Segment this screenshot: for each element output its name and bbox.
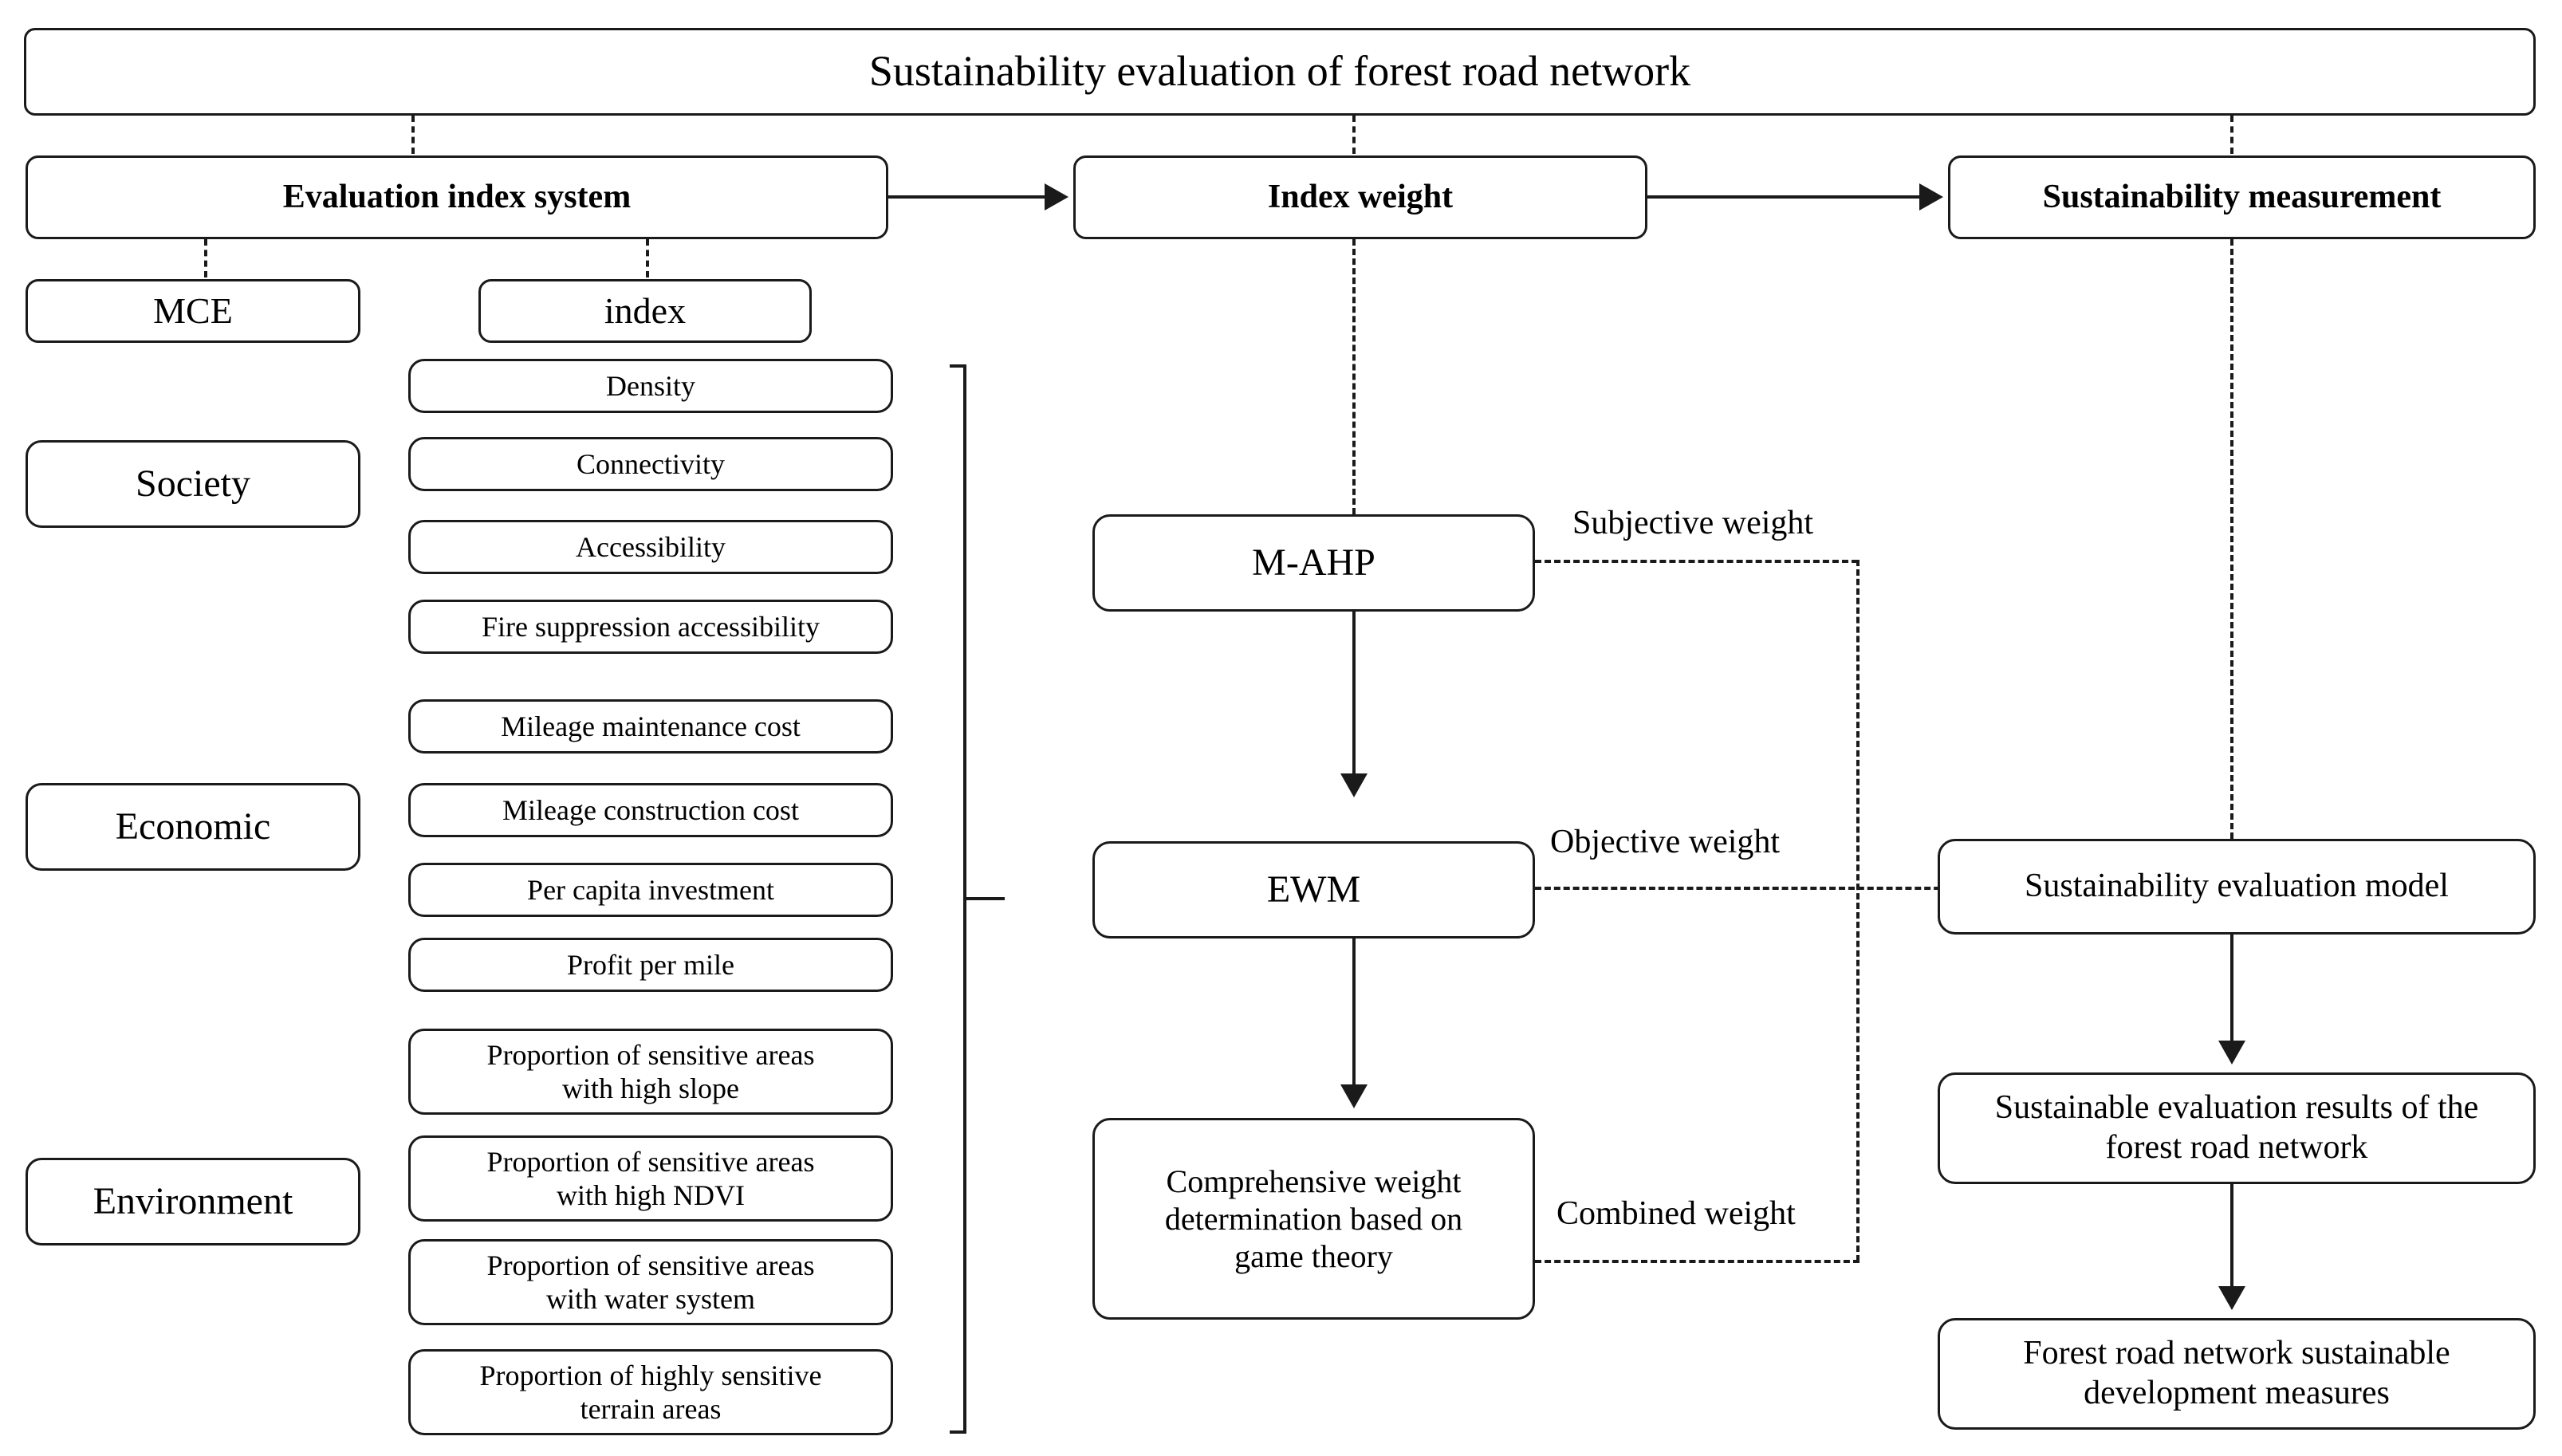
index-head-box: index — [478, 279, 812, 343]
arrow-line-m-ahp-to-ewm — [1352, 612, 1356, 779]
edge-label-combined-weight: Combined weight — [1553, 1194, 1799, 1233]
index-item-sensitive-water-system-line2: with water system — [546, 1283, 755, 1315]
arrow-line-model-to-results — [2230, 935, 2233, 1046]
dash-subjective-weight-horizontal — [1535, 560, 1858, 563]
index-item-sensitive-high-slope: Proportion of sensitive areas with high … — [408, 1029, 893, 1115]
connector-eis-to-mce — [204, 239, 207, 277]
connector-title-to-evaluation-index-system — [411, 116, 415, 154]
index-item-sensitive-high-ndvi-line1: Proportion of sensitive areas — [486, 1145, 815, 1178]
dash-subjective-weight-vertical — [1856, 560, 1860, 1261]
header-index-weight-label: Index weight — [1267, 178, 1454, 215]
arrow-head-ewm-to-comprehensive-weight — [1340, 1084, 1368, 1108]
index-item-highly-sensitive-terrain-line1: Proportion of highly sensitive — [479, 1359, 822, 1391]
middle-box-m-ahp: M-AHP — [1092, 514, 1535, 612]
right-box-development-measures-line2: development measures — [2084, 1375, 2390, 1411]
middle-box-m-ahp-label: M-AHP — [1252, 541, 1375, 584]
edge-label-subjective-weight: Subjective weight — [1569, 504, 1817, 542]
index-item-highly-sensitive-terrain: Proportion of highly sensitive terrain a… — [408, 1349, 893, 1435]
connector-title-to-index-weight — [1352, 116, 1356, 154]
edge-label-objective-weight: Objective weight — [1547, 823, 1784, 861]
index-item-density: Density — [408, 359, 893, 413]
left-box-environment: Environment — [26, 1158, 360, 1245]
middle-box-ewm: EWM — [1092, 841, 1535, 939]
arrow-line-eis-to-iw — [888, 195, 1048, 199]
arrow-head-m-ahp-to-ewm — [1340, 773, 1368, 797]
right-box-evaluation-results: Sustainable evaluation results of the fo… — [1938, 1072, 2536, 1184]
arrow-head-iw-to-sm — [1919, 183, 1943, 211]
title-label: Sustainability evaluation of forest road… — [868, 47, 1691, 96]
index-item-mileage-construction-cost: Mileage construction cost — [408, 783, 893, 837]
right-box-evaluation-model-label: Sustainability evaluation model — [2025, 868, 2449, 905]
header-evaluation-index-system-label: Evaluation index system — [282, 178, 632, 215]
connector-sustainability-measurement-to-model — [2230, 239, 2233, 839]
index-item-fire-suppression-accessibility-label: Fire suppression accessibility — [482, 610, 820, 643]
index-head-label: index — [604, 289, 687, 331]
right-box-development-measures: Forest road network sustainable developm… — [1938, 1318, 2536, 1430]
connector-index-weight-to-m-ahp — [1352, 239, 1356, 514]
connector-title-to-sustainability-measurement — [2230, 116, 2233, 154]
arrow-line-ewm-to-comprehensive-weight — [1352, 939, 1356, 1090]
arrow-head-model-to-results — [2218, 1041, 2245, 1064]
index-item-mileage-maintenance-cost-label: Mileage maintenance cost — [501, 710, 801, 742]
index-item-connectivity: Connectivity — [408, 437, 893, 491]
arrow-head-results-to-measures — [2218, 1286, 2245, 1310]
connector-eis-to-index — [646, 239, 649, 277]
index-item-accessibility-label: Accessibility — [576, 530, 726, 563]
index-item-sensitive-water-system-line1: Proportion of sensitive areas — [486, 1249, 815, 1281]
comprehensive-weight-line1: Comprehensive weight — [1166, 1163, 1462, 1199]
arrow-line-iw-to-sm — [1647, 195, 1922, 199]
left-box-mce: MCE — [26, 279, 360, 343]
left-box-mce-label: MCE — [153, 289, 233, 331]
arrow-head-eis-to-iw — [1045, 183, 1068, 211]
index-item-mileage-maintenance-cost: Mileage maintenance cost — [408, 699, 893, 754]
index-item-fire-suppression-accessibility: Fire suppression accessibility — [408, 600, 893, 654]
middle-box-comprehensive-weight: Comprehensive weight determination based… — [1092, 1118, 1535, 1320]
right-box-evaluation-results-line1: Sustainable evaluation results of the — [1994, 1089, 2479, 1127]
index-item-sensitive-high-ndvi-line2: with high NDVI — [557, 1179, 745, 1211]
index-item-mileage-construction-cost-label: Mileage construction cost — [502, 793, 799, 826]
index-item-per-capita-investment: Per capita investment — [408, 863, 893, 917]
comprehensive-weight-line3: game theory — [1234, 1238, 1393, 1275]
dash-objective-weight-horizontal — [1535, 887, 1950, 890]
index-item-density-label: Density — [606, 369, 695, 402]
index-item-per-capita-investment-label: Per capita investment — [527, 873, 774, 906]
index-item-sensitive-high-ndvi: Proportion of sensitive areas with high … — [408, 1135, 893, 1222]
left-box-economic-label: Economic — [115, 805, 271, 848]
left-box-economic: Economic — [26, 783, 360, 871]
arrow-line-results-to-measures — [2230, 1184, 2233, 1292]
index-item-sensitive-water-system: Proportion of sensitive areas with water… — [408, 1239, 893, 1325]
title-box: Sustainability evaluation of forest road… — [24, 28, 2536, 116]
index-item-connectivity-label: Connectivity — [577, 447, 725, 480]
header-index-weight: Index weight — [1073, 155, 1647, 239]
left-box-society-label: Society — [136, 462, 250, 505]
header-evaluation-index-system: Evaluation index system — [26, 155, 888, 239]
index-item-sensitive-high-slope-line1: Proportion of sensitive areas — [486, 1038, 815, 1071]
right-box-evaluation-model: Sustainability evaluation model — [1938, 839, 2536, 935]
index-item-accessibility: Accessibility — [408, 520, 893, 574]
header-sustainability-measurement: Sustainability measurement — [1948, 155, 2536, 239]
left-box-society: Society — [26, 440, 360, 528]
dash-combined-weight-horizontal — [1535, 1260, 1860, 1263]
left-box-environment-label: Environment — [92, 1179, 293, 1222]
index-grouping-bracket — [921, 363, 1009, 1435]
index-item-sensitive-high-slope-line2: with high slope — [562, 1072, 739, 1104]
index-item-profit-per-mile-label: Profit per mile — [567, 948, 734, 981]
middle-box-ewm-label: EWM — [1266, 868, 1361, 911]
index-item-profit-per-mile: Profit per mile — [408, 938, 893, 992]
header-sustainability-measurement-label: Sustainability measurement — [2042, 178, 2442, 215]
index-item-highly-sensitive-terrain-line2: terrain areas — [580, 1393, 722, 1425]
right-box-evaluation-results-line2: forest road network — [2105, 1129, 2368, 1166]
right-box-development-measures-line1: Forest road network sustainable — [2023, 1335, 2450, 1372]
comprehensive-weight-line2: determination based on — [1164, 1200, 1463, 1237]
